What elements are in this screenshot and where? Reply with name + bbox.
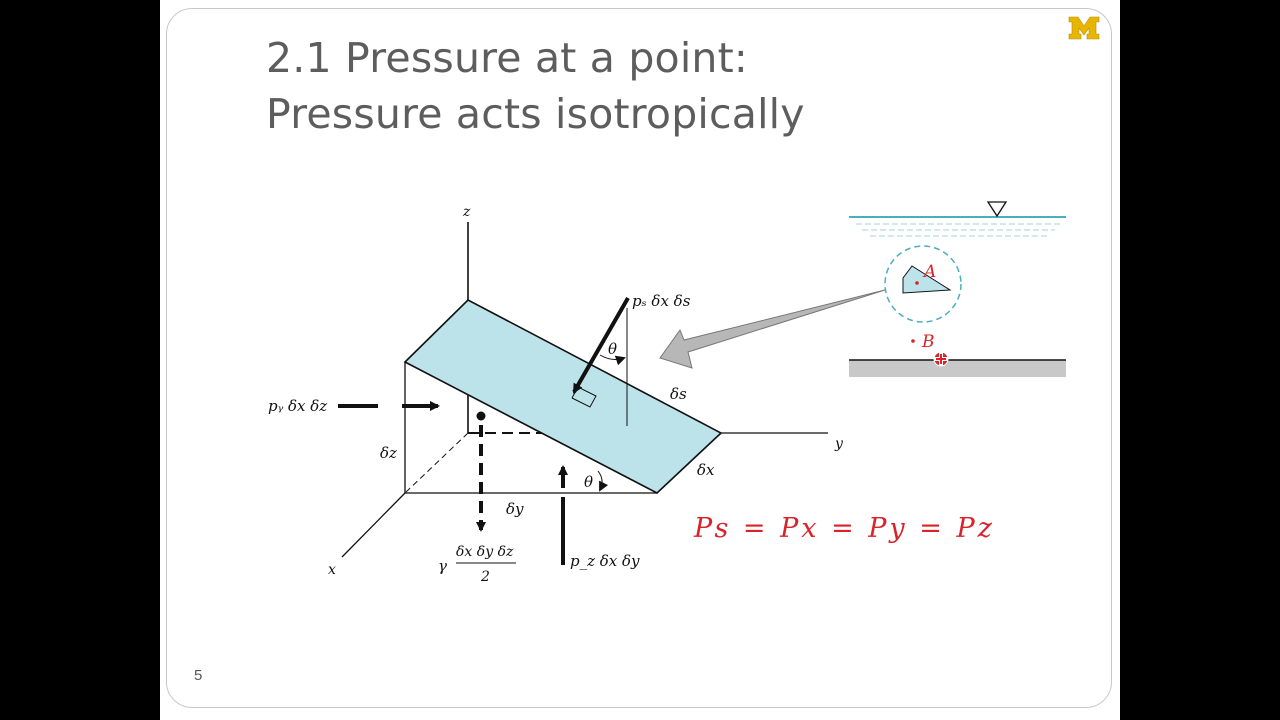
center-of-mass-point bbox=[476, 411, 486, 421]
handwritten-point-a: A bbox=[922, 262, 936, 282]
force-arrow-inclined bbox=[572, 297, 630, 394]
free-surface-inset bbox=[849, 201, 1066, 237]
label-delta-y: δy bbox=[506, 500, 524, 518]
inclined-face bbox=[403, 299, 723, 494]
x-axis bbox=[341, 492, 406, 558]
label-axis-y: y bbox=[834, 436, 844, 452]
label-delta-x: δx bbox=[697, 461, 715, 479]
slide-number: 5 bbox=[194, 667, 203, 684]
label-weight-numerator: δx δy δz bbox=[456, 544, 514, 560]
label-weight-denominator: 2 bbox=[480, 569, 490, 585]
slide-title-line-2: Pressure acts isotropically bbox=[266, 90, 805, 138]
label-force-side: pᵧ δx δz bbox=[268, 397, 327, 415]
slide-title-line-1: 2.1 Pressure at a point: bbox=[266, 34, 748, 82]
label-theta-bottom: θ bbox=[584, 473, 593, 491]
bottom-surface bbox=[849, 360, 1066, 377]
label-force-inclined: pₛ δx δs bbox=[632, 292, 691, 310]
free-surface-triangle-icon bbox=[986, 201, 1008, 218]
label-force-bottom: p_z δx δy bbox=[570, 552, 640, 570]
pen-cursor-icon bbox=[933, 351, 949, 367]
handwritten-point-b: B bbox=[921, 332, 935, 352]
handwritten-equation: Ps = Px = Py = Pz bbox=[693, 513, 995, 544]
label-delta-z: δz bbox=[380, 444, 397, 462]
label-weight-gamma: γ bbox=[438, 557, 447, 575]
callout-pointer bbox=[659, 289, 886, 369]
label-delta-s: δs bbox=[670, 385, 687, 403]
university-block-m-logo bbox=[1068, 16, 1100, 40]
label-axis-z: z bbox=[462, 204, 471, 220]
label-axis-x: x bbox=[328, 562, 336, 578]
slide-frame bbox=[166, 8, 1112, 708]
label-theta-top: θ bbox=[608, 340, 617, 358]
